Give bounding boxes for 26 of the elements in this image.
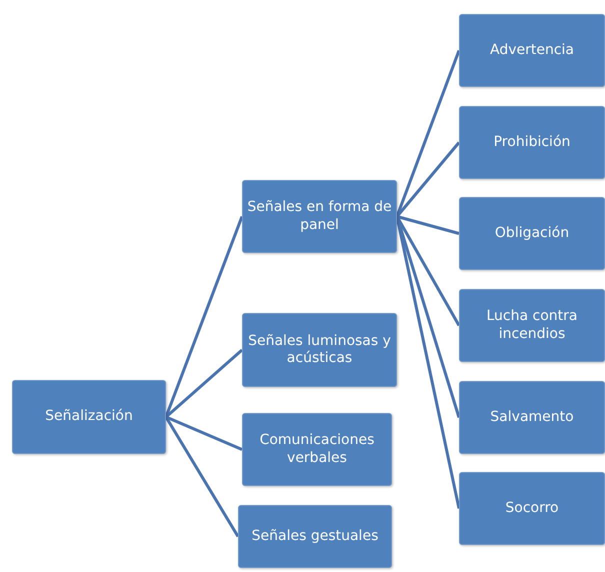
box-label: Señales gestuales xyxy=(252,528,378,546)
box-label: Lucha contra incendios xyxy=(486,308,578,343)
box-label: Señalización xyxy=(45,408,133,426)
process-box xyxy=(459,14,605,87)
process-box xyxy=(238,505,392,568)
connector-line xyxy=(164,416,240,538)
box-label: Salvamento xyxy=(490,408,574,426)
process-box xyxy=(242,313,397,387)
process-box xyxy=(459,381,605,454)
box-label: Señales luminosas y acústicas xyxy=(247,332,392,368)
box-label: Comunicaciones verbales xyxy=(258,432,376,467)
connector-line xyxy=(165,416,243,451)
box-label: Señales en forma de panel xyxy=(247,199,392,234)
box-label: Obligación xyxy=(494,224,570,242)
process-box xyxy=(459,106,605,179)
process-box xyxy=(459,472,605,545)
process-box xyxy=(459,289,605,362)
connector-line xyxy=(165,348,243,418)
process-box xyxy=(242,413,392,486)
process-box xyxy=(459,197,605,270)
box-label: Advertencia xyxy=(490,42,574,60)
process-box xyxy=(12,380,166,454)
connector-line xyxy=(396,215,460,235)
box-label: Socorro xyxy=(505,500,559,518)
process-box xyxy=(242,180,397,253)
box-label: Prohibición xyxy=(494,134,570,152)
